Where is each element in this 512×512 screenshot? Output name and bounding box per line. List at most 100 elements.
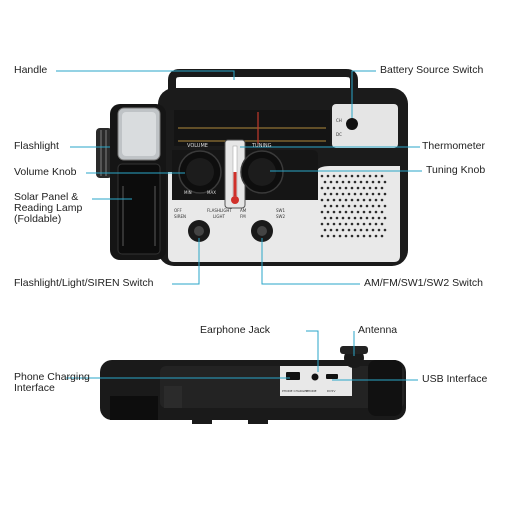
- grille-hole: [338, 222, 342, 226]
- grille-hole: [362, 198, 366, 202]
- grille-hole: [365, 216, 369, 220]
- grille-hole: [353, 228, 357, 232]
- label-volume-knob: Volume Knob: [14, 166, 77, 178]
- grille-hole: [335, 180, 339, 184]
- grille-hole: [350, 222, 354, 226]
- grille-hole: [359, 192, 363, 196]
- grille-hole: [383, 192, 387, 196]
- grille-hole: [377, 216, 381, 220]
- phone-charging-port: [286, 372, 300, 380]
- label-flashlight-light-siren-switch: Flashlight/Light/SIREN Switch: [14, 277, 154, 289]
- grille-hole: [350, 210, 354, 214]
- grille-hole: [323, 216, 327, 220]
- leader-battery: [351, 70, 376, 118]
- grille-hole: [332, 198, 336, 202]
- grille-hole: [332, 210, 336, 214]
- marking-sw2: SW2: [276, 214, 285, 219]
- grille-hole: [374, 222, 378, 226]
- label-band-switch: AM/FM/SW1/SW2 Switch: [364, 277, 484, 289]
- grille-hole: [341, 228, 345, 232]
- grille-hole: [320, 234, 324, 238]
- grille-hole: [329, 192, 333, 196]
- grille-hole: [359, 228, 363, 232]
- marking-flashlight: FLASHLIGHT: [207, 208, 232, 213]
- grille-hole: [377, 228, 381, 232]
- grille-hole: [344, 210, 348, 214]
- grille-hole: [326, 222, 330, 226]
- grille-hole: [365, 192, 369, 196]
- grille-hole: [371, 204, 375, 208]
- label-antenna: Antenna: [358, 324, 398, 336]
- grille-hole: [356, 210, 360, 214]
- grille-hole: [359, 204, 363, 208]
- grille-hole: [374, 174, 378, 178]
- grille-hole: [335, 228, 339, 232]
- grille-hole: [353, 204, 357, 208]
- grille-hole: [332, 222, 336, 226]
- grille-hole: [383, 180, 387, 184]
- side-knob: [192, 414, 212, 424]
- grille-hole: [365, 204, 369, 208]
- grille-hole: [383, 216, 387, 220]
- grille-hole: [347, 204, 351, 208]
- grille-hole: [368, 186, 372, 190]
- grille-hole: [344, 186, 348, 190]
- grille-hole: [341, 180, 345, 184]
- grille-hole: [329, 180, 333, 184]
- grille-hole: [320, 174, 324, 178]
- grille-hole: [338, 186, 342, 190]
- grille-hole: [380, 198, 384, 202]
- grille-hole: [326, 198, 330, 202]
- grille-hole: [380, 174, 384, 178]
- grille-hole: [362, 234, 366, 238]
- grille-hole: [380, 210, 384, 214]
- grille-hole: [353, 216, 357, 220]
- grille-hole: [356, 186, 360, 190]
- usb-port: [326, 374, 338, 379]
- grille-hole: [344, 222, 348, 226]
- grille-hole: [344, 174, 348, 178]
- grille-hole: [365, 228, 369, 232]
- label-phone-charging-line1: Phone Charging: [14, 371, 90, 383]
- grille-hole: [362, 210, 366, 214]
- label-solar-panel-line1: Solar Panel &: [14, 191, 79, 203]
- grille-hole: [371, 192, 375, 196]
- marking-volume: VOLUME: [187, 143, 208, 149]
- marking-max: MAX: [207, 190, 216, 195]
- leader-handle: [56, 70, 235, 80]
- grille-hole: [326, 174, 330, 178]
- leader-earphone: [306, 330, 319, 372]
- marking-fm: FM: [240, 214, 246, 219]
- marking-ch: CH: [336, 118, 342, 123]
- grille-hole: [380, 186, 384, 190]
- grille-hole: [344, 198, 348, 202]
- marking-dc5v: DC5V: [327, 389, 336, 393]
- label-phone-charging-line2: Interface: [14, 382, 55, 394]
- grille-hole: [335, 216, 339, 220]
- grille-hole: [344, 234, 348, 238]
- grille-hole: [329, 216, 333, 220]
- grille-hole: [326, 234, 330, 238]
- battery-panel: [332, 104, 398, 148]
- leader-flash-switch: [172, 238, 200, 285]
- label-tuning-knob: Tuning Knob: [426, 164, 486, 176]
- leader-lines: [56, 70, 422, 381]
- marking-siren: SIREN: [174, 214, 186, 219]
- marking-dc: DC: [336, 132, 342, 137]
- label-flashlight: Flashlight: [14, 140, 59, 152]
- grille-hole: [326, 210, 330, 214]
- grille-hole: [320, 186, 324, 190]
- grille-hole: [326, 186, 330, 190]
- grille-hole: [350, 198, 354, 202]
- label-handle: Handle: [14, 64, 48, 76]
- side-knob: [248, 414, 268, 424]
- marking-tuning: TUNING: [251, 143, 272, 149]
- battery-switch-knob: [346, 118, 358, 130]
- label-earphone-jack: Earphone Jack: [200, 324, 271, 336]
- grille-hole: [362, 174, 366, 178]
- marking-am: AM: [240, 208, 247, 213]
- grille-hole: [368, 174, 372, 178]
- grille-hole: [380, 234, 384, 238]
- label-battery-source-switch: Battery Source Switch: [380, 64, 484, 76]
